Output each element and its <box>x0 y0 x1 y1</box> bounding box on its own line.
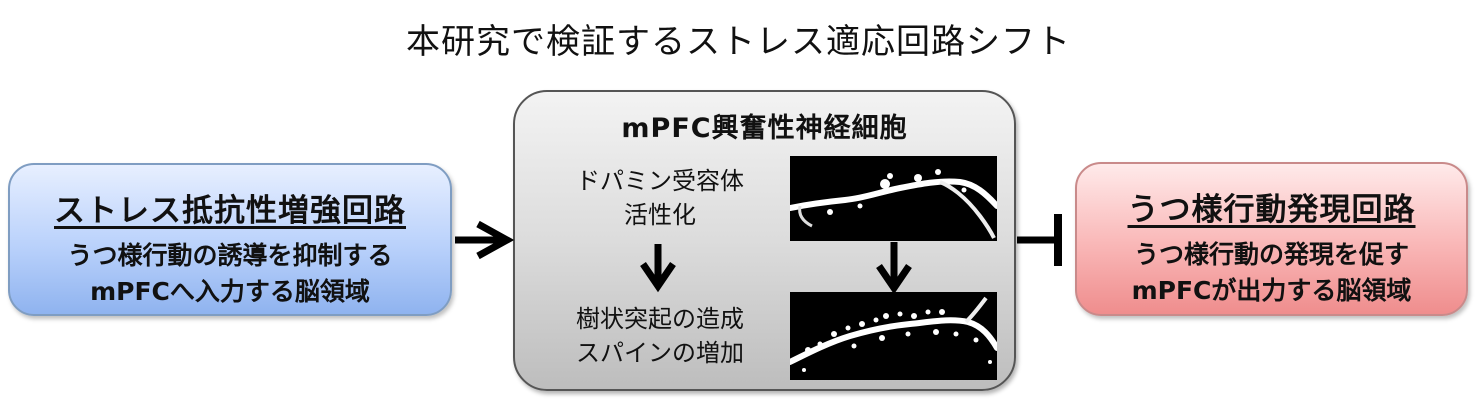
right-box-line-1: うつ様行動の発現を促す <box>1133 240 1409 269</box>
mpfc-neuron-title: mPFC興奮性神経細胞 <box>621 113 908 144</box>
spine-increase-step: 樹状突起の造成 スパインの増加 <box>515 302 805 370</box>
step2-line-1: 樹状突起の造成 <box>576 305 744 333</box>
left-box-line-1: うつ様行動の誘導を抑制する <box>67 241 393 270</box>
mpfc-neuron-box: mPFC興奮性神経細胞 ドパミン受容体 活性化 樹状突起の造成 スパインの増加 <box>513 90 1016 391</box>
step2-line-2: スパインの増加 <box>576 339 744 367</box>
figure-title: 本研究で検証するストレス適応回路シフト <box>406 22 1071 62</box>
step1-line-1: ドパミン受容体 <box>576 167 744 195</box>
left-box-line-2: mPFCへ入力する脳領域 <box>90 277 370 306</box>
depression-behavior-circuit-box: うつ様行動発現回路 うつ様行動の発現を促す mPFCが出力する脳領域 <box>1075 162 1468 316</box>
down-arrow-images <box>876 242 912 295</box>
stress-resistance-circuit-box: ストレス抵抗性増強回路 うつ様行動の誘導を抑制する mPFCへ入力する脳領域 <box>8 163 452 316</box>
dendrite-image-before <box>790 156 997 241</box>
inhibition-center-to-right <box>1017 214 1062 266</box>
down-arrow-steps <box>640 244 676 293</box>
right-box-line-2: mPFCが出力する脳領域 <box>1131 276 1412 305</box>
stress-resistance-circuit-heading: ストレス抵抗性増強回路 <box>54 193 406 229</box>
arrow-left-to-center <box>455 220 515 260</box>
depression-behavior-circuit-heading: うつ様行動発現回路 <box>1127 192 1416 228</box>
dendrite-image-after <box>790 292 997 380</box>
step1-line-2: 活性化 <box>624 201 696 229</box>
dopamine-activation-step: ドパミン受容体 活性化 <box>515 164 805 232</box>
